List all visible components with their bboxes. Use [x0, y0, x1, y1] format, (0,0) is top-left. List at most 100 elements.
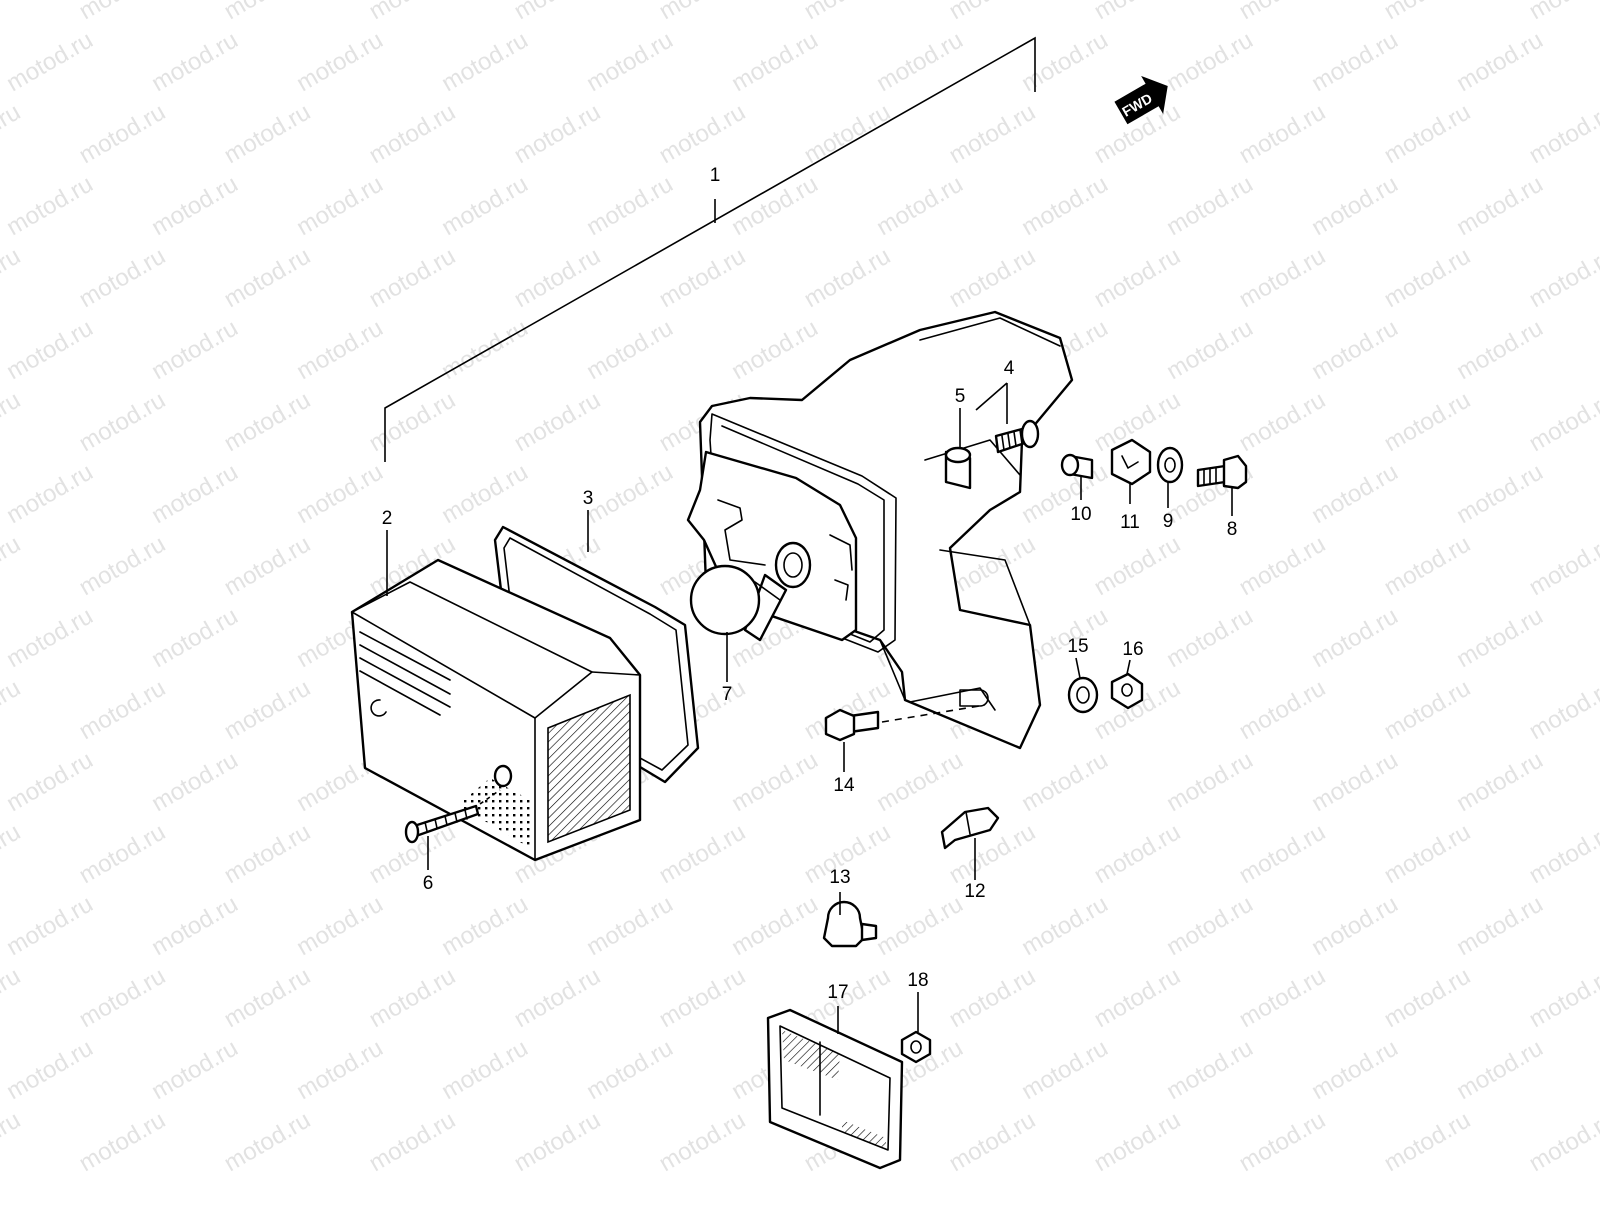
watermark-text: motod.ru [2, 1034, 98, 1105]
watermark-text: motod.ru [945, 0, 1041, 25]
watermark-text: motod.ru [1090, 242, 1186, 313]
watermark-text: motod.ru [1307, 602, 1403, 673]
watermark-text: motod.ru [220, 962, 316, 1033]
watermark-text: motod.ru [1307, 26, 1403, 97]
callout-17: 17 [827, 982, 848, 1003]
watermark-text: motod.ru [945, 98, 1041, 169]
watermark-text: motod.ru [1525, 386, 1600, 457]
watermark-text: motod.ru [510, 1106, 606, 1177]
callout-6: 6 [423, 873, 434, 894]
watermark-text: motod.ru [1235, 386, 1331, 457]
callout-16: 16 [1122, 639, 1143, 660]
callout-18: 18 [907, 970, 928, 991]
watermark-text: motod.ru [1235, 818, 1331, 889]
watermark-text: motod.ru [1380, 818, 1476, 889]
watermark-text: motod.ru [220, 674, 316, 745]
callout-11: 11 [1120, 512, 1140, 533]
watermark-text: motod.ru [1380, 0, 1476, 25]
watermark-text: motod.ru [1235, 674, 1331, 745]
watermark-text: motod.ru [1235, 0, 1331, 25]
watermark-text: motod.ru [1307, 890, 1403, 961]
watermark-text: motod.ru [292, 458, 388, 529]
watermark-text: motod.ru [220, 0, 316, 25]
callout-1: 1 [710, 165, 721, 186]
watermark-text: motod.ru [872, 746, 968, 817]
callout-7: 7 [722, 684, 733, 705]
watermark-text: motod.ru [727, 26, 823, 97]
watermark-text: motod.ru [437, 1034, 533, 1105]
watermark-text: motod.ru [75, 818, 171, 889]
watermark-text: motod.ru [1525, 818, 1600, 889]
watermark-text: motod.ru [727, 746, 823, 817]
watermark-text: motod.ru [1307, 170, 1403, 241]
watermark-text: motod.ru [1380, 962, 1476, 1033]
watermark-text: motod.ru [2, 26, 98, 97]
watermark-text: motod.ru [1307, 314, 1403, 385]
watermark-text: motod.ru [655, 962, 751, 1033]
watermark-text: motod.ru [75, 962, 171, 1033]
watermark-text: motod.ru [1017, 746, 1113, 817]
watermark-text: motod.ru [582, 170, 678, 241]
watermark-text: motod.ru [872, 170, 968, 241]
watermark-text: motod.ru [1452, 170, 1548, 241]
watermark-text: motod.ru [1525, 242, 1600, 313]
watermark-text: motod.ru [147, 458, 243, 529]
watermark-text: motod.ru [147, 746, 243, 817]
watermark-text: motod.ru [1090, 1106, 1186, 1177]
watermark-text: motod.ru [147, 890, 243, 961]
callout-14: 14 [833, 775, 855, 796]
watermark-text: motod.ru [1235, 1106, 1331, 1177]
watermark-text: motod.ru [1452, 458, 1548, 529]
watermark-text: motod.ru [1452, 1034, 1548, 1105]
watermark-text: motod.ru [1162, 602, 1258, 673]
watermark-text: motod.ru [0, 674, 25, 745]
watermark-text: motod.ru [872, 890, 968, 961]
watermark-text: motod.ru [2, 170, 98, 241]
callout-8: 8 [1227, 519, 1238, 540]
watermark-text: motod.ru [1017, 1034, 1113, 1105]
watermark-text: motod.ru [1162, 746, 1258, 817]
watermark-text: motod.ru [655, 818, 751, 889]
watermark-text: motod.ru [220, 1106, 316, 1177]
watermark-text: motod.ru [655, 0, 751, 25]
watermark-text: motod.ru [365, 386, 461, 457]
watermark-text: motod.ru [582, 890, 678, 961]
watermark-text: motod.ru [0, 242, 25, 313]
watermark-text: motod.ru [437, 170, 533, 241]
watermark-text: motod.ru [1452, 314, 1548, 385]
callout-12: 12 [964, 881, 985, 902]
watermark-text: motod.ru [75, 0, 171, 25]
watermark-text: motod.ru [0, 1106, 25, 1177]
spacer-part [946, 448, 970, 488]
watermark-text: motod.ru [1235, 242, 1331, 313]
watermark-text: motod.ru [1235, 98, 1331, 169]
watermark-text: motod.ru [510, 0, 606, 25]
watermark-text: motod.ru [292, 1034, 388, 1105]
watermark-text: motod.ru [1307, 458, 1403, 529]
watermark-text: motod.ru [75, 98, 171, 169]
watermark-text: motod.ru [582, 26, 678, 97]
watermark-text: motod.ru [2, 314, 98, 385]
watermark-text: motod.ru [365, 242, 461, 313]
watermark-text: motod.ru [1162, 890, 1258, 961]
watermark-text: motod.ru [365, 962, 461, 1033]
callout-4: 4 [1004, 358, 1015, 379]
watermark-text: motod.ru [945, 962, 1041, 1033]
watermark-text: motod.ru [1090, 530, 1186, 601]
watermark-text: motod.ru [365, 0, 461, 25]
watermark-text: motod.ru [800, 0, 896, 25]
watermark-text: motod.ru [1235, 962, 1331, 1033]
watermark-text: motod.ru [365, 1106, 461, 1177]
callout-15: 15 [1067, 636, 1088, 657]
watermark-text: motod.ru [1307, 746, 1403, 817]
grommet-part [1062, 455, 1092, 478]
watermark-text: motod.ru [437, 26, 533, 97]
watermark-text: motod.ru [1017, 890, 1113, 961]
watermark-text: motod.ru [75, 1106, 171, 1177]
callout-9: 9 [1163, 511, 1174, 532]
watermark-text: motod.ru [220, 242, 316, 313]
watermark-text: motod.ru [1380, 1106, 1476, 1177]
watermark-text: motod.ru [1380, 530, 1476, 601]
watermark-text: motod.ru [510, 386, 606, 457]
